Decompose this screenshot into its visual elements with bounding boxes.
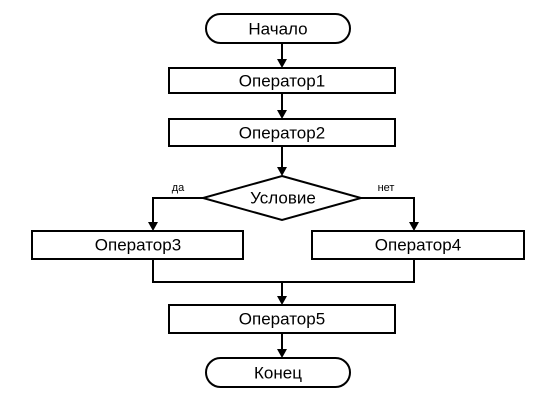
operator4-node: Оператор4: [311, 230, 525, 260]
operator5-label: Оператор5: [239, 310, 325, 329]
connector-op3-merge: [152, 259, 282, 283]
connector-no-branch: [361, 197, 415, 223]
operator3-label: Оператор3: [95, 236, 181, 255]
arrowhead-op3: [148, 222, 158, 231]
operator2-label: Оператор2: [239, 124, 325, 143]
operator3-box: [31, 230, 244, 260]
arrowhead-condition: [277, 167, 287, 176]
operator5-node: Оператор5: [168, 304, 396, 334]
start-terminator-shape: [205, 13, 351, 44]
operator2-box: [168, 118, 396, 147]
end-node: Конец: [205, 357, 351, 388]
arrowhead-op1: [277, 59, 287, 68]
arrowhead-op4: [409, 222, 419, 231]
operator1-node: Оператор1: [168, 67, 396, 94]
connectors: [148, 43, 419, 358]
connector-op4-merge: [282, 259, 415, 283]
arrowhead-op5: [277, 296, 287, 305]
condition-label: Условие: [250, 189, 316, 208]
connector-yes-branch: [152, 197, 203, 223]
arrowhead-end: [277, 349, 287, 358]
start-label: Начало: [248, 20, 307, 39]
yes-branch-label: да: [172, 182, 185, 194]
no-branch-label: нет: [378, 182, 395, 194]
operator5-box: [168, 304, 396, 334]
condition-diamond: [199, 174, 365, 222]
end-terminator-shape: [205, 357, 351, 388]
operator4-box: [311, 230, 525, 260]
operator3-node: Оператор3: [31, 230, 244, 260]
operator2-node: Оператор2: [168, 118, 396, 147]
arrowhead-op2: [277, 110, 287, 119]
operator4-label: Оператор4: [375, 236, 461, 255]
start-node: Начало: [205, 13, 351, 44]
operator1-label: Оператор1: [239, 72, 325, 91]
operator1-box: [168, 67, 396, 94]
condition-node: Условие: [199, 174, 365, 222]
end-label: Конец: [254, 364, 302, 383]
